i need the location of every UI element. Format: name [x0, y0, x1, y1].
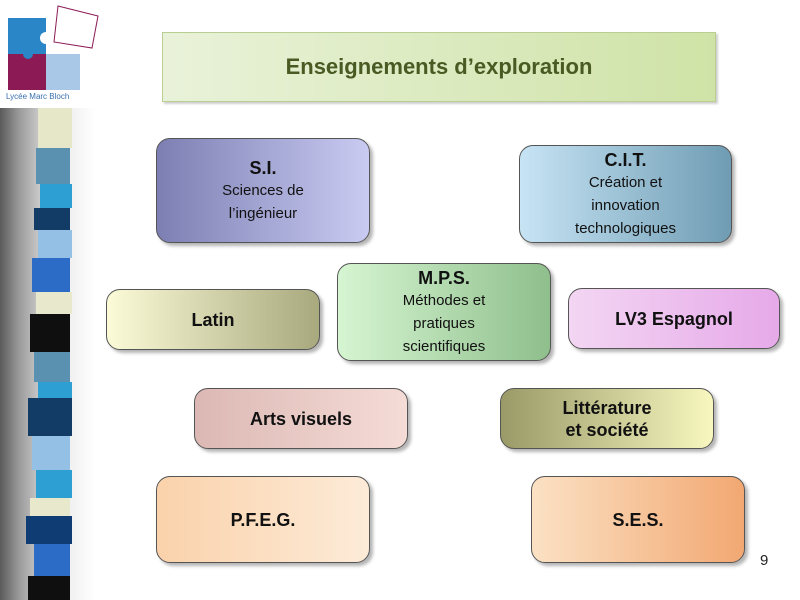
- node-cit-sub-1: Création et: [588, 173, 663, 191]
- decorative-strip: [26, 108, 74, 600]
- node-si-sub-2: l’ingénieur: [228, 204, 298, 222]
- node-litt: Littérature et société: [500, 388, 714, 449]
- logo-caption: Lycée Marc Bloch: [6, 92, 70, 101]
- node-litt-title-2: et société: [565, 419, 649, 440]
- node-cit-sub-2: innovation: [591, 196, 660, 214]
- node-pfeg: P.F.E.G.: [156, 476, 370, 563]
- node-lv3: LV3 Espagnol: [568, 288, 780, 349]
- node-si-title: S.I.: [249, 157, 277, 178]
- node-latin-title: Latin: [191, 309, 235, 330]
- node-mps-sub-2: pratiques: [413, 314, 475, 332]
- node-arts-title: Arts visuels: [249, 408, 353, 429]
- node-latin: Latin: [106, 289, 320, 350]
- node-lv3-title: LV3 Espagnol: [615, 308, 733, 329]
- node-si: S.I. Sciences de l’ingénieur: [156, 138, 370, 243]
- page-number: 9: [760, 552, 769, 569]
- school-logo: [8, 5, 99, 90]
- node-mps-title: M.P.S.: [418, 267, 470, 288]
- node-si-sub-1: Sciences de: [222, 181, 304, 199]
- node-ses-title: S.E.S.: [612, 509, 664, 530]
- node-mps: M.P.S. Méthodes et pratiques scientifiqu…: [337, 263, 551, 361]
- node-mps-sub-1: Méthodes et: [402, 291, 486, 309]
- node-mps-sub-3: scientifiques: [402, 337, 486, 355]
- node-cit: C.I.T. Création et innovation technologi…: [519, 145, 732, 243]
- node-cit-title: C.I.T.: [604, 149, 647, 170]
- slide-title: Enseignements d’exploration: [162, 32, 716, 102]
- node-cit-sub-3: technologiques: [575, 219, 676, 237]
- node-pfeg-title: P.F.E.G.: [230, 509, 296, 530]
- node-litt-title: Littérature: [562, 397, 652, 418]
- node-arts: Arts visuels: [194, 388, 408, 449]
- node-ses: S.E.S.: [531, 476, 745, 563]
